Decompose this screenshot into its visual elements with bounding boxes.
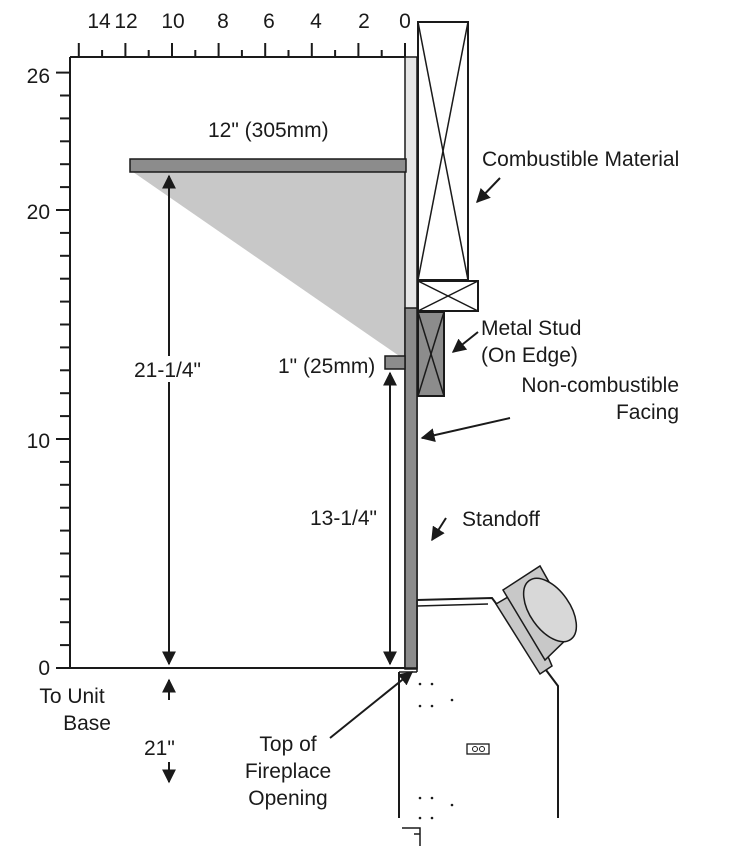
noncombustible-facing: [404, 307, 418, 669]
top-tick-label-2: 2: [358, 10, 370, 33]
metal-stud-label-1: Metal Stud: [481, 317, 581, 340]
unit-dots: [418, 682, 454, 820]
top-tick-label-6: 6: [263, 10, 275, 33]
combustible-stud-box: [417, 21, 469, 281]
mantel-12in: [129, 158, 407, 173]
left-tick-label-20: 20: [27, 201, 50, 224]
left-tick-label-0: 0: [38, 657, 50, 680]
fireplace-unit: [398, 564, 578, 846]
top-tick-label-4: 4: [310, 10, 322, 33]
mantel-1in: [384, 355, 406, 370]
top-tick-label-0: 0: [399, 10, 411, 33]
opening-label-1: Top of: [259, 733, 316, 756]
noncombustible-label-1: Non-combustible: [521, 374, 679, 397]
dim-13-1-4-label-bg: [308, 504, 384, 530]
top-tick-label-14: 14: [87, 10, 111, 33]
left-tick-label-10: 10: [27, 430, 50, 453]
unit-base-label-1: To Unit: [39, 685, 105, 708]
dimension-lines: [162, 174, 397, 784]
mantel-12-label: 12" (305mm): [208, 119, 329, 142]
opening-label-2: Fireplace: [245, 760, 331, 783]
mantel-1-label: 1" (25mm): [278, 355, 375, 378]
top-axis-ticks: [77, 43, 406, 57]
left-axis-ticks: [56, 71, 70, 669]
top-axis-labels: 14 12 10 8 6 4 2 0: [87, 10, 411, 33]
top-tick-label-12: 12: [114, 10, 137, 33]
clearance-shaded-area: [133, 172, 405, 360]
combustible-label: Combustible Material: [482, 148, 679, 171]
metal-stud-label-2: (On Edge): [481, 344, 578, 367]
dim-21-1-4-label: 21-1/4": [134, 359, 201, 382]
top-tick-label-10: 10: [161, 10, 184, 33]
standoff-leader-arrow: [431, 517, 447, 542]
left-axis-labels: 26 20 10 0: [27, 65, 50, 680]
leader-lines: [329, 177, 511, 739]
dim-13-1-4-label: 13-1/4": [310, 507, 377, 530]
noncombustible-label-2: Facing: [616, 401, 679, 424]
metal-stud-box: [417, 311, 445, 397]
standoff-label: Standoff: [462, 508, 540, 531]
combustible-leader-arrow: [476, 177, 501, 204]
header-block: [417, 280, 479, 312]
metal-stud-leader-arrow: [451, 331, 479, 353]
unit-base-label-2: Base: [63, 712, 111, 735]
left-tick-label-26: 26: [27, 65, 50, 88]
flue-collar: [494, 564, 578, 676]
dim-21-label: 21": [144, 737, 175, 760]
opening-leader-arrow: [329, 671, 414, 739]
facing-leader-arrow: [420, 417, 511, 443]
dim-21-1-4-label-bg: [128, 356, 210, 382]
opening-label-3: Opening: [248, 787, 327, 810]
top-tick-label-8: 8: [217, 10, 229, 33]
unit-plate-icon: [466, 743, 490, 755]
